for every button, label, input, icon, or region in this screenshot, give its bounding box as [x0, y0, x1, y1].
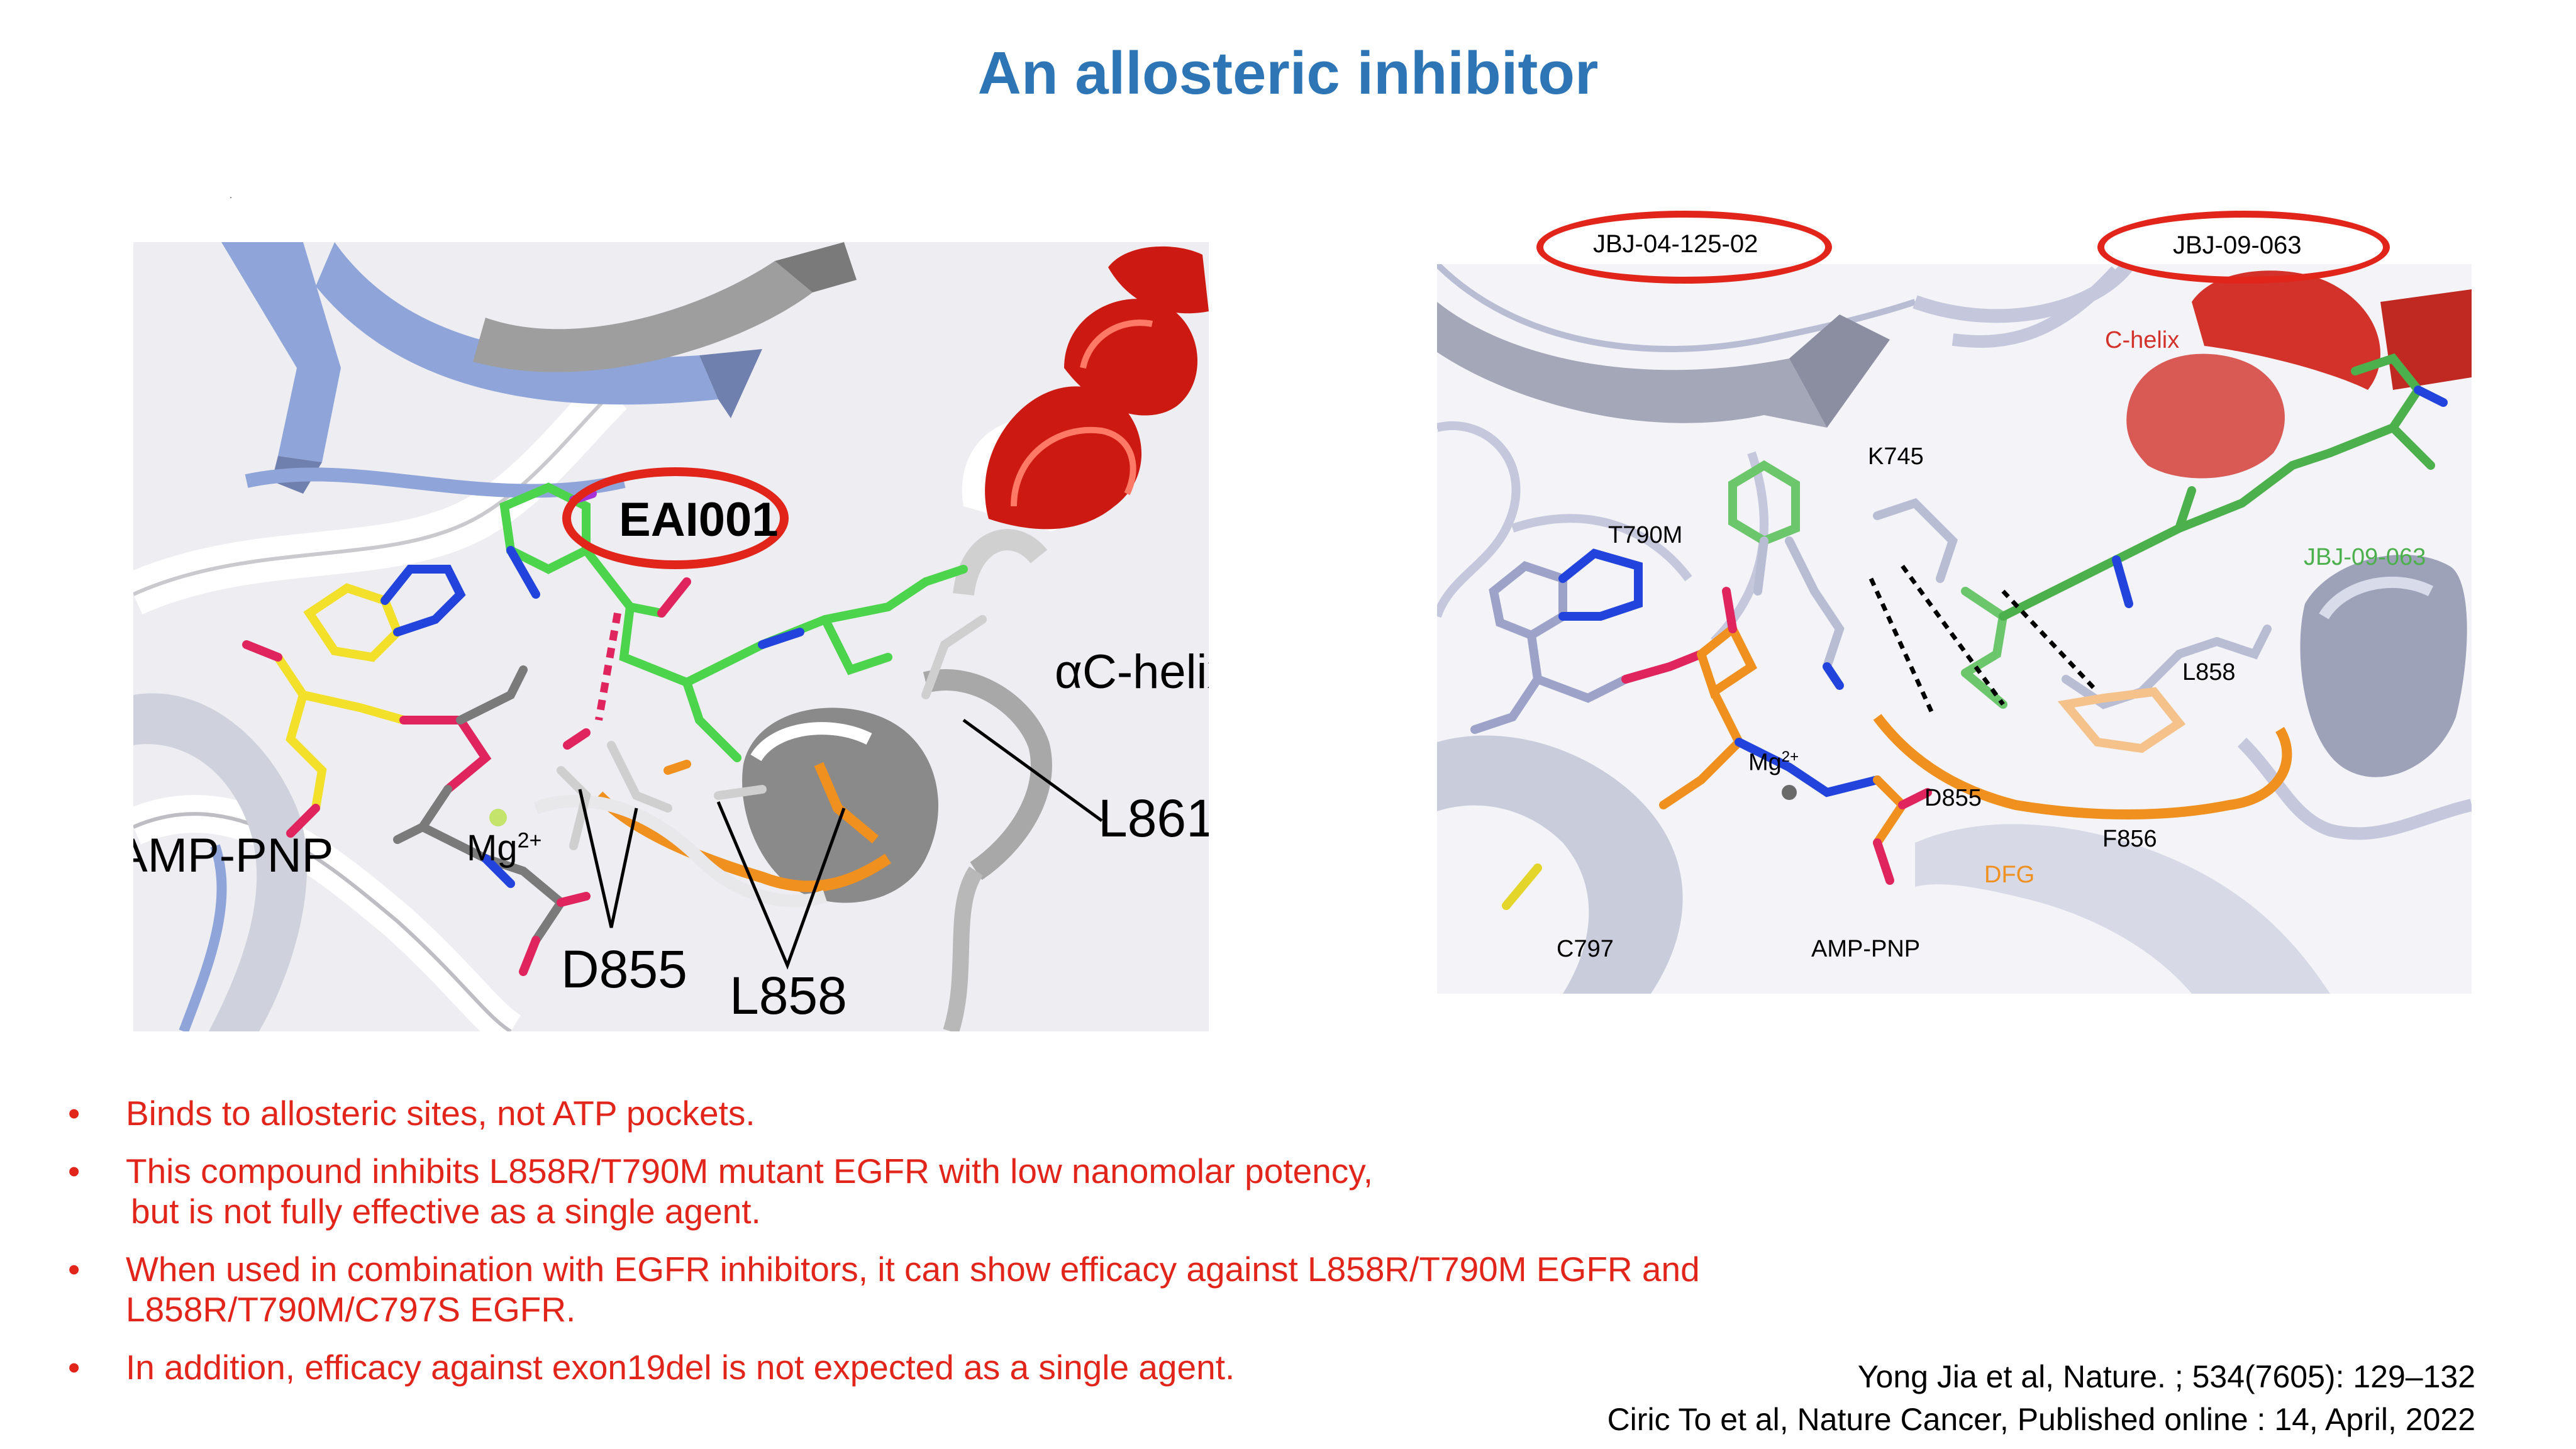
- reference-line: Yong Jia et al, Nature. ; 534(7605): 129…: [1857, 1359, 2475, 1394]
- bullet-dot: •: [68, 1152, 80, 1191]
- right-structure-image: [1437, 264, 2472, 994]
- alpha-c-helix-shape: [953, 246, 1209, 596]
- bullet-dot: •: [68, 1094, 80, 1133]
- left-structure-image: [133, 242, 1209, 1031]
- bullet-text: This compound inhibits L858R/T790M mutan…: [126, 1152, 1373, 1191]
- bullet-item: • This compound inhibits L858R/T790M mut…: [68, 1151, 1955, 1231]
- label-jbj-09-063: JBJ-09-063: [2173, 231, 2302, 259]
- jbj-09-063-highlight-oval: [2097, 211, 2390, 284]
- label-d855-left: D855: [561, 940, 687, 999]
- references: Yong Jia et al, Nature. ; 534(7605): 129…: [1607, 1355, 2475, 1441]
- label-mg-left: Mg2+: [467, 827, 541, 869]
- mg-superscript: 2+: [1781, 748, 1799, 765]
- bullet-text: Binds to allosteric sites, not ATP pocke…: [126, 1094, 755, 1133]
- bullet-dot: •: [68, 1348, 80, 1387]
- mg-text: Mg: [467, 828, 518, 869]
- label-c-helix: C-helix: [2105, 327, 2180, 353]
- figure-fragment-mark: .: [230, 190, 233, 201]
- left-structure-figure: EAI001 AMP-PNP Mg2+ D855 L858 L861 αC-he…: [133, 242, 1209, 1031]
- mg-text: Mg: [1748, 749, 1782, 776]
- bullet-list: • Binds to allosteric sites, not ATP poc…: [68, 1093, 1955, 1405]
- bullet-dot: •: [68, 1250, 80, 1289]
- reference-line: Ciric To et al, Nature Cancer, Published…: [1607, 1402, 2475, 1437]
- bullet-item: • Binds to allosteric sites, not ATP poc…: [68, 1093, 1955, 1133]
- label-l858-left: L858: [730, 966, 847, 1025]
- right-structure-figure: C-helix K745 T790M JBJ-09-063 L858 Mg2+ …: [1437, 264, 2472, 994]
- bullet-continuation: but is not fully effective as a single a…: [131, 1192, 761, 1231]
- bullet-item: • In addition, efficacy against exon19de…: [68, 1347, 1955, 1387]
- label-jbj-09-063-green: JBJ-09-063: [2304, 544, 2426, 570]
- label-l858-right: L858: [2182, 659, 2236, 686]
- label-c797: C797: [1557, 936, 1614, 962]
- label-ac-helix: αC-helix: [1055, 645, 1209, 699]
- label-eai001: EAI001: [619, 493, 779, 547]
- mg-superscript: 2+: [517, 828, 542, 853]
- label-t790m: T790M: [1608, 522, 1683, 548]
- label-jbj-04-125-02: JBJ-04-125-02: [1593, 230, 1758, 258]
- bullet-item: • When used in combination with EGFR inh…: [68, 1249, 1955, 1330]
- label-d855-right: D855: [1924, 785, 1982, 811]
- bullet-text: When used in combination with EGFR inhib…: [126, 1250, 1700, 1289]
- label-l861-left: L861: [1098, 789, 1209, 848]
- jbj-04-125-02-highlight-oval: [1536, 211, 1832, 284]
- bullet-text: In addition, efficacy against exon19del …: [126, 1348, 1235, 1387]
- label-amp-pnp-right: AMP-PNP: [1811, 936, 1921, 962]
- label-f856: F856: [2102, 826, 2157, 852]
- label-dfg: DFG: [1984, 862, 2035, 888]
- slide-title: An allosteric inhibitor: [977, 40, 1599, 107]
- bullet-continuation: L858R/T790M/C797S EGFR.: [126, 1290, 576, 1329]
- label-amp-pnp-left: AMP-PNP: [133, 829, 334, 882]
- label-k745: K745: [1868, 443, 1924, 470]
- label-mg-right: Mg2+: [1748, 748, 1799, 777]
